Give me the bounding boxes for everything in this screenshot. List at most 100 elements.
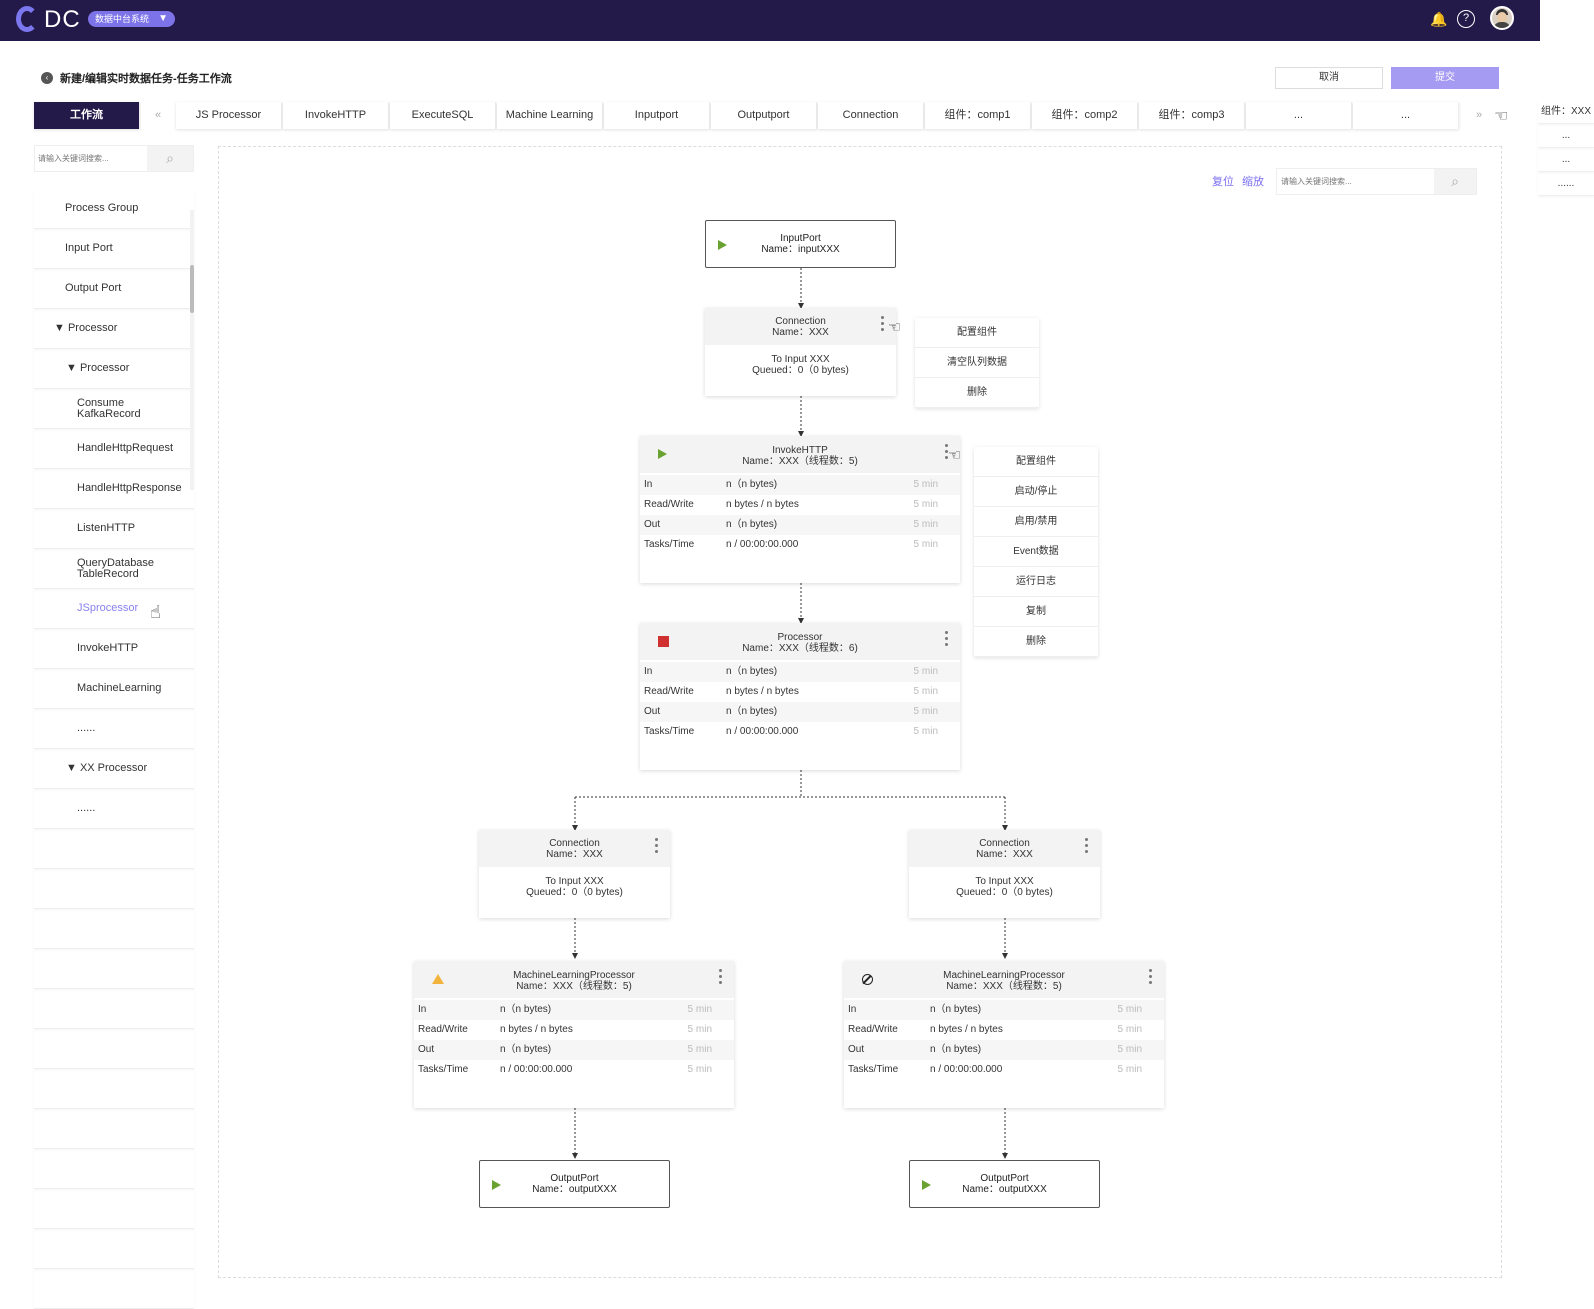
avatar[interactable] xyxy=(1490,6,1514,30)
running-icon xyxy=(658,449,667,459)
stat-window: 5 min xyxy=(1117,1004,1142,1015)
canvas-search-input[interactable] xyxy=(1277,169,1435,194)
sidebar-item[interactable]: Input Port xyxy=(34,229,194,269)
overflow-item-comp-xxx[interactable]: 组件：XXX xyxy=(1538,100,1594,124)
sidebar-empty-row xyxy=(34,989,194,1029)
node-name: Name：outputXXX xyxy=(532,1184,617,1195)
tab-more-1[interactable]: ... xyxy=(1246,102,1352,129)
reset-link[interactable]: 复位 xyxy=(1212,176,1234,188)
sidebar-scrollbar[interactable] xyxy=(190,210,194,490)
tab-machine-learning[interactable]: Machine Learning xyxy=(497,102,603,129)
sidebar-item[interactable]: Output Port xyxy=(34,269,194,309)
sidebar-item[interactable]: ListenHTTP xyxy=(34,509,194,549)
sidebar-item[interactable]: HandleHttpResponse xyxy=(34,469,194,509)
logo-icon xyxy=(16,6,38,32)
more-options-icon[interactable] xyxy=(881,316,884,334)
tab-outputport[interactable]: Outputport xyxy=(711,102,817,129)
sidebar-item-label: HandleHttpRequest xyxy=(77,442,174,454)
stat-value: n bytes / n bytes xyxy=(726,499,799,510)
search-icon[interactable]: ⌕ xyxy=(1434,169,1476,194)
menu-configure[interactable]: 配置组件 xyxy=(974,447,1098,477)
search-icon[interactable]: ⌕ xyxy=(147,146,193,171)
sidebar-item[interactable]: JSprocessor xyxy=(34,589,194,629)
stat-window: 5 min xyxy=(687,1004,712,1015)
sidebar-item[interactable]: ...... xyxy=(34,789,194,829)
sidebar-item[interactable]: Consume KafkaRecord xyxy=(34,389,194,429)
tab-comp2[interactable]: 组件：comp2 xyxy=(1032,102,1138,129)
tab-comp1[interactable]: 组件：comp1 xyxy=(925,102,1031,129)
stat-label: In xyxy=(644,479,653,490)
tab-workflow[interactable]: 工作流 xyxy=(34,102,140,129)
tab-inputport[interactable]: Inputport xyxy=(604,102,710,129)
sidebar-item[interactable]: ▼ Processor xyxy=(34,309,194,349)
menu-event-data[interactable]: Event数据 xyxy=(974,537,1098,567)
sidebar-search-input[interactable] xyxy=(35,146,147,171)
overflow-item[interactable]: ... xyxy=(1538,148,1594,172)
tab-comp3[interactable]: 组件：comp3 xyxy=(1139,102,1245,129)
sidebar-search: ⌕ xyxy=(34,145,194,172)
sidebar-item[interactable]: ▼ Processor xyxy=(34,349,194,389)
back-icon[interactable]: ‹ xyxy=(41,72,53,84)
more-options-icon[interactable] xyxy=(945,444,948,462)
zoom-link[interactable]: 缩放 xyxy=(1242,176,1264,188)
help-icon[interactable]: ? xyxy=(1457,10,1475,28)
more-options-icon[interactable] xyxy=(945,631,948,649)
sidebar-item[interactable]: ...... xyxy=(34,709,194,749)
tabs-next-arrow[interactable]: » xyxy=(1476,109,1483,121)
menu-delete[interactable]: 删除 xyxy=(974,627,1098,657)
tab-js-processor[interactable]: JS Processor xyxy=(176,102,282,129)
submit-button[interactable]: 提交 xyxy=(1391,67,1499,89)
pointer-hand-icon: ☜ xyxy=(948,447,962,464)
overflow-item[interactable]: ... xyxy=(1538,124,1594,148)
menu-delete[interactable]: 删除 xyxy=(915,378,1039,408)
sidebar-item[interactable]: InvokeHTTP xyxy=(34,629,194,669)
sidebar-item[interactable]: QueryDatabase TableRecord xyxy=(34,549,194,589)
system-switcher[interactable]: 数据中台系统▼ xyxy=(88,11,176,27)
menu-enable-disable[interactable]: 启用/禁用 xyxy=(974,507,1098,537)
menu-run-log[interactable]: 运行日志 xyxy=(974,567,1098,597)
sidebar-item-label: Input Port xyxy=(65,242,113,254)
menu-clear-queue[interactable]: 清空队列数据 xyxy=(915,348,1039,378)
stat-value: n（n bytes) xyxy=(726,666,778,677)
menu-configure[interactable]: 配置组件 xyxy=(915,318,1039,348)
node-name: Name：XXX（线程数：6) xyxy=(742,643,858,654)
menu-copy[interactable]: 复制 xyxy=(974,597,1098,627)
tab-executesql[interactable]: ExecuteSQL xyxy=(390,102,496,129)
stat-label: Tasks/Time xyxy=(418,1064,469,1075)
tabs-prev-arrow[interactable]: « xyxy=(141,102,175,129)
tab-more-2[interactable]: ... xyxy=(1353,102,1459,129)
tab-connection[interactable]: Connection xyxy=(818,102,924,129)
overflow-item[interactable]: ...... xyxy=(1538,172,1594,196)
sidebar-item[interactable]: HandleHttpRequest xyxy=(34,429,194,469)
sidebar-item[interactable]: MachineLearning xyxy=(34,669,194,709)
more-options-icon[interactable] xyxy=(655,838,658,856)
processor-context-menu: 配置组件 启动/停止 启用/禁用 Event数据 运行日志 复制 删除 xyxy=(974,447,1098,657)
system-name: 数据中台系统 xyxy=(95,14,150,24)
sidebar-item[interactable]: Process Group xyxy=(34,189,194,229)
tab-overflow-menu: 组件：XXX ... ... ...... xyxy=(1538,100,1594,196)
more-options-icon[interactable] xyxy=(1149,969,1152,987)
cancel-button[interactable]: 取消 xyxy=(1275,67,1383,89)
more-options-icon[interactable] xyxy=(719,969,722,987)
menu-start-stop[interactable]: 启动/停止 xyxy=(974,477,1098,507)
sidebar-item-label: Consume KafkaRecord xyxy=(77,396,141,420)
more-options-icon[interactable] xyxy=(1085,838,1088,856)
sidebar-empty-row xyxy=(34,869,194,909)
bell-icon[interactable]: 🔔 xyxy=(1430,11,1448,27)
sidebar-scrollbar-thumb[interactable] xyxy=(190,265,194,313)
tab-invokehttp[interactable]: InvokeHTTP xyxy=(283,102,389,129)
sidebar-item[interactable]: ▼ XX Processor xyxy=(34,749,194,789)
node-name: Name：XXX（线程数：5) xyxy=(742,456,858,467)
